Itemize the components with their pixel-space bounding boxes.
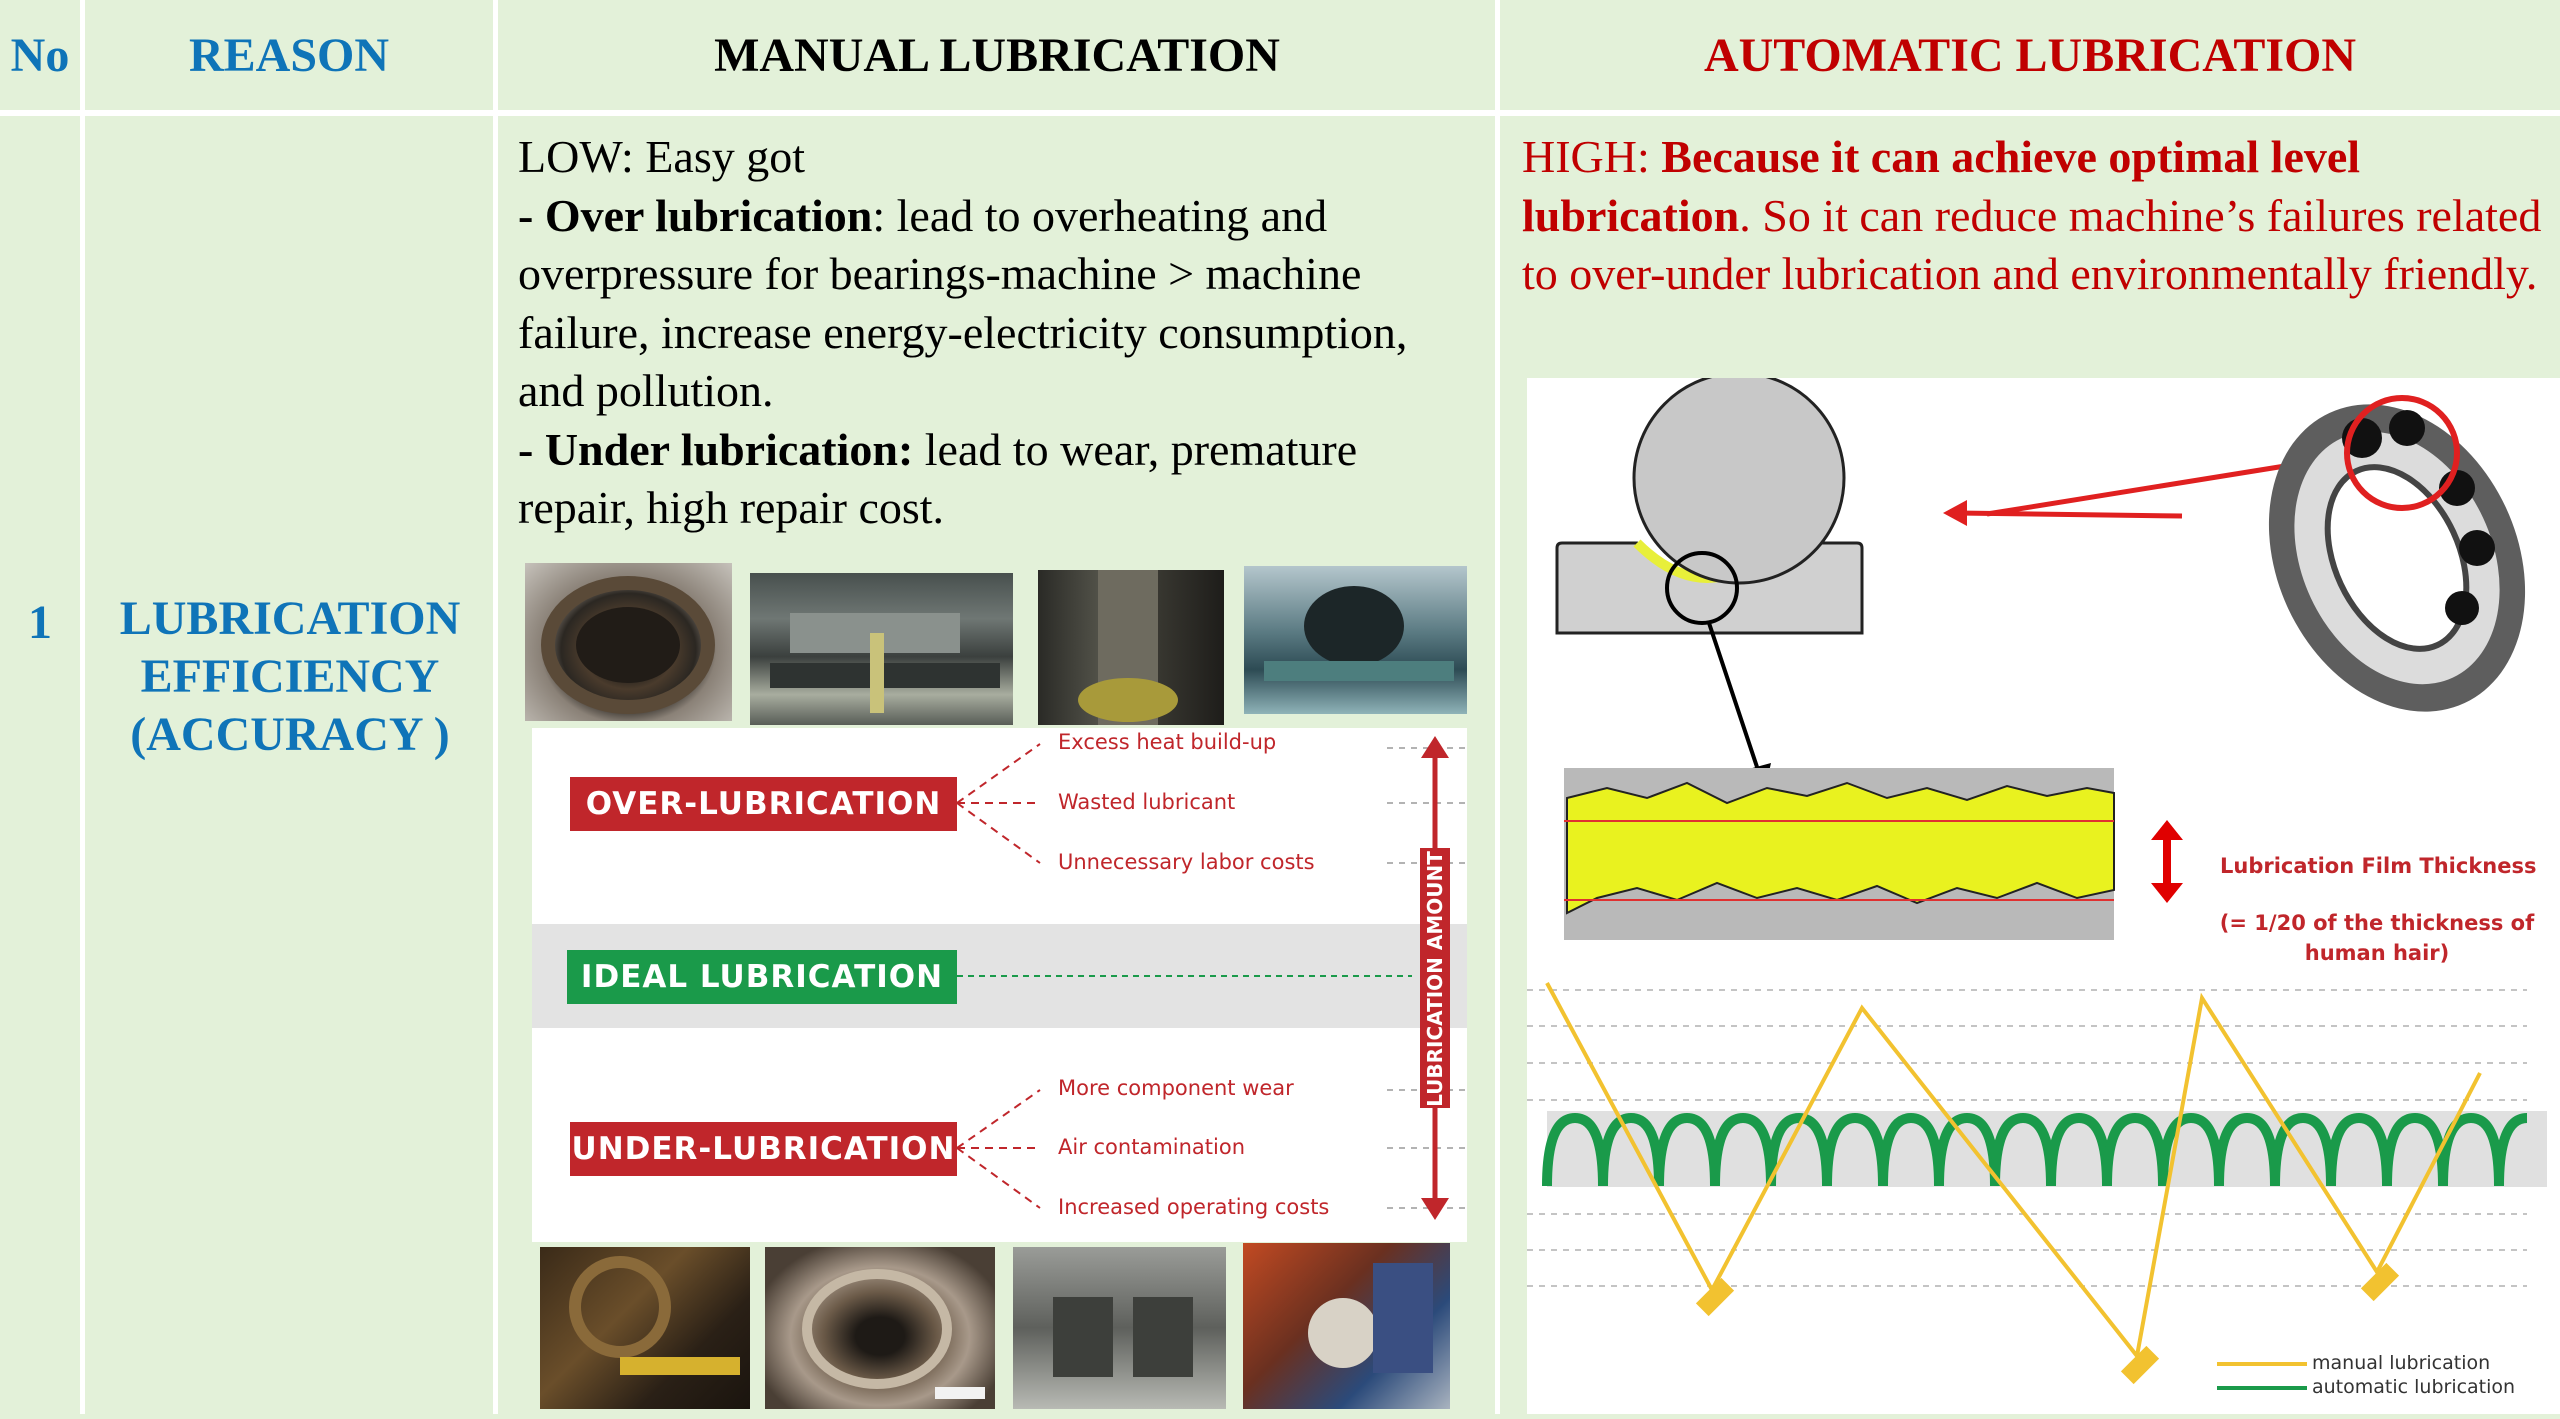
film-note-line: (= 1/20 of the thickness of <box>2219 911 2535 935</box>
conveyor-image <box>1308 1263 1433 1373</box>
column-divider <box>493 0 498 1414</box>
gear-photo <box>540 1247 750 1409</box>
header-reason: REASON <box>188 28 390 82</box>
bearing-diagram-svg <box>1555 371 2526 940</box>
machine-slide-photo <box>750 573 1013 725</box>
reason-line: LUBRICATION <box>119 592 461 645</box>
under-lubrication-tag: UNDER-LUBRICATION <box>570 1122 957 1176</box>
gearbox-image <box>1264 586 1454 681</box>
gear-image <box>569 1256 740 1375</box>
under-lubrication-label: - Under lubrication: <box>518 423 914 475</box>
manual-under-paragraph: - Under lubrication: lead to wear, prema… <box>518 421 1478 538</box>
over-lubrication-tag: OVER-LUBRICATION <box>570 777 957 831</box>
lubrication-level-chart-svg <box>1527 982 2547 1390</box>
rail-slide-photo <box>1013 1247 1226 1409</box>
reason-line: EFFICIENCY <box>140 650 440 703</box>
worn-bearing-photo <box>525 563 732 721</box>
lubrication-level-chart: manual lubrication automatic lubrication <box>1527 978 2560 1414</box>
reason-line: (ACCURACY ) <box>130 708 450 761</box>
over-item: Unnecessary labor costs <box>1058 850 1315 874</box>
ideal-lubrication-tag: IDEAL LUBRICATION <box>567 950 957 1004</box>
over-lubrication-text: : lead to overheating and overpressure f… <box>518 189 1408 417</box>
over-lubrication-label: - Over lubrication <box>518 189 873 241</box>
legend-manual: manual lubrication <box>2312 1352 2491 1374</box>
under-lubrication-text: lead to wear, premature repair, high rep… <box>518 423 1358 534</box>
film-thickness-note: (= 1/20 of the thickness of human hair) <box>2207 908 2547 968</box>
under-item: Air contamination <box>1058 1135 1246 1159</box>
gearbox-photo <box>1244 566 1467 714</box>
film-note-line: human hair) <box>2304 941 2450 965</box>
automatic-rest-text: . So it can reduce machine’s failures re… <box>1522 189 2542 300</box>
automatic-bold-text: Because it can achieve optimal level lub… <box>1522 131 2361 241</box>
automatic-description: HIGH: Because it can achieve optimal lev… <box>1522 128 2542 304</box>
lubrication-infographic: OVER-LUBRICATION IDEAL LUBRICATION UNDER… <box>532 728 1467 1242</box>
manual-description: LOW: Easy got - Over lubrication: lead t… <box>518 128 1478 538</box>
header-divider <box>0 110 2560 116</box>
conveyor-photo <box>1243 1243 1450 1409</box>
worn-bearing-image <box>541 576 715 714</box>
column-divider <box>80 0 85 1414</box>
manual-over-paragraph: - Over lubrication: lead to overheating … <box>518 187 1478 421</box>
header-no: No <box>10 28 70 82</box>
shaft-seal-photo <box>765 1247 995 1409</box>
lubrication-amount-axis-label: LUBRICATION AMOUNT <box>1423 851 1447 1107</box>
header-automatic: AUTOMATIC LUBRICATION <box>1703 28 2357 82</box>
shaft-seal-image <box>802 1269 985 1399</box>
over-item: Wasted lubricant <box>1058 790 1236 814</box>
row-reason: LUBRICATION EFFICIENCY (ACCURACY ) <box>90 590 490 764</box>
manual-level: LOW: Easy got <box>518 131 806 182</box>
greasy-shaft-photo <box>1038 570 1224 725</box>
legend-automatic: automatic lubrication <box>2312 1376 2516 1398</box>
machine-slide-image <box>770 613 1000 713</box>
row-number: 1 <box>28 596 52 649</box>
over-item: Excess heat build-up <box>1058 730 1277 754</box>
film-thickness-label: Lubrication Film Thickness <box>2220 854 2537 878</box>
column-divider <box>1495 0 1500 1414</box>
automatic-level: HIGH: <box>1522 131 1662 182</box>
header-manual: MANUAL LUBRICATION <box>714 28 1280 82</box>
rail-slide-image <box>1053 1297 1193 1377</box>
under-item: More component wear <box>1058 1076 1294 1100</box>
bearing-diagram: Lubrication Film Thickness (= 1/20 of th… <box>1527 371 2560 978</box>
greasy-shaft-image <box>1078 570 1178 725</box>
infographic-connectors <box>956 736 1467 1220</box>
under-item: Increased operating costs <box>1058 1195 1330 1219</box>
